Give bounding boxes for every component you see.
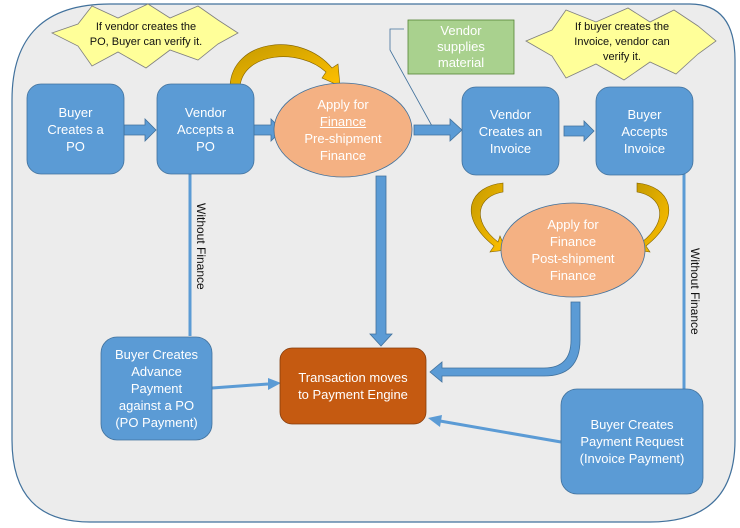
note-connector-line <box>389 28 433 127</box>
arrow-request-to-engine <box>439 419 562 444</box>
callout-line: verify it. <box>603 51 641 63</box>
callout-line: If vendor creates the <box>95 21 197 33</box>
node-line: Buyer Creates <box>114 347 199 362</box>
node-line: Buyer <box>627 106 662 122</box>
node-line: Vendor <box>489 106 532 122</box>
node-line: Transaction moves <box>298 370 408 385</box>
node-payment-engine-shape <box>279 347 427 425</box>
without-finance-right-label: Without Finance <box>688 248 702 335</box>
node-apply-pre-shape <box>273 82 413 178</box>
node-payment-engine[interactable]: Transaction moves to Payment Engine <box>280 348 426 424</box>
arrow-request-to-engine-head <box>428 415 442 427</box>
callout-line: Invoice, vendor can <box>574 36 670 48</box>
arrow-invoice-to-accept <box>563 120 595 142</box>
node-line: (PO Payment) <box>115 415 198 430</box>
node-advance-payment[interactable]: Buyer Creates Advance Payment against a … <box>101 337 212 440</box>
node-line: PO <box>196 138 215 154</box>
node-line: Vendor <box>184 104 227 120</box>
arrow-advance-to-engine <box>211 382 269 390</box>
node-line: Finance <box>549 268 597 283</box>
node-line: Post-shipment <box>531 251 615 266</box>
node-vendor-accepts-po-shape <box>156 83 255 175</box>
node-advance-payment-shape <box>100 336 213 441</box>
node-line: Payment <box>130 381 183 396</box>
arrow-pre-to-engine <box>369 175 393 347</box>
callout-buyer-invoice: If buyer creates the Invoice, vendor can… <box>556 20 688 65</box>
node-line: Invoice <box>489 140 532 156</box>
note-line: supplies <box>437 39 485 54</box>
node-line: Buyer <box>58 104 93 120</box>
callout-line: PO, Buyer can verify it. <box>89 36 203 48</box>
node-apply-post-shape <box>500 202 646 298</box>
arrow-post-to-engine <box>429 301 581 383</box>
node-line: Pre-shipment <box>304 131 382 146</box>
node-vendor-creates-invoice[interactable]: Vendor Creates an Invoice <box>462 87 559 175</box>
node-vendor-creates-invoice-shape <box>461 86 560 176</box>
node-line: Accepts a <box>176 121 235 137</box>
vendor-supplies-note-shape <box>407 19 515 75</box>
node-line: Invoice <box>623 140 666 156</box>
node-line: Payment Request <box>580 434 684 449</box>
node-payment-request[interactable]: Buyer Creates Payment Request (Invoice P… <box>561 389 703 494</box>
node-line: Finance <box>319 114 367 129</box>
arrow-advance-to-engine-head <box>268 378 281 390</box>
without-finance-left-label: Without Finance <box>194 203 208 290</box>
node-line: Creates an <box>478 123 543 139</box>
vendor-supplies-note: Vendor supplies material <box>408 20 514 74</box>
arrow-po-to-vendor <box>123 118 157 142</box>
node-line: (Invoice Payment) <box>579 451 685 466</box>
callout-buyer-invoice-shape <box>525 7 717 81</box>
node-apply-pre-shipment-finance[interactable]: Apply for Finance Pre-shipment Finance <box>274 83 412 177</box>
node-buyer-creates-po[interactable]: Buyer Creates a PO <box>27 84 124 174</box>
arrow-apply-to-invoice <box>413 118 463 142</box>
node-line: Finance <box>549 234 597 249</box>
node-line: Creates a <box>47 121 104 137</box>
node-line: Accepts <box>621 123 668 139</box>
node-line: Apply for <box>547 217 599 232</box>
callout-line: If buyer creates the <box>574 21 670 33</box>
node-line: Finance <box>319 148 367 163</box>
node-line: Buyer Creates <box>590 417 674 432</box>
note-line: material <box>437 55 485 70</box>
callout-vendor-po: If vendor creates the PO, Buyer can veri… <box>78 20 214 50</box>
callout-vendor-po-shape <box>50 3 239 69</box>
node-line: Apply for <box>317 97 369 112</box>
node-apply-post-shipment-finance[interactable]: Apply for Finance Post-shipment Finance <box>501 203 645 297</box>
node-line: to Payment Engine <box>298 387 408 402</box>
node-line: Advance <box>131 364 182 379</box>
node-vendor-accepts-po[interactable]: Vendor Accepts a PO <box>157 84 254 174</box>
node-line: against a PO <box>118 398 195 413</box>
node-buyer-accepts-invoice[interactable]: Buyer Accepts Invoice <box>596 87 693 175</box>
node-line: PO <box>66 138 85 154</box>
node-payment-request-shape <box>560 388 704 495</box>
node-buyer-accepts-invoice-shape <box>595 86 694 176</box>
note-line: Vendor <box>440 23 482 38</box>
node-buyer-creates-po-shape <box>26 83 125 175</box>
